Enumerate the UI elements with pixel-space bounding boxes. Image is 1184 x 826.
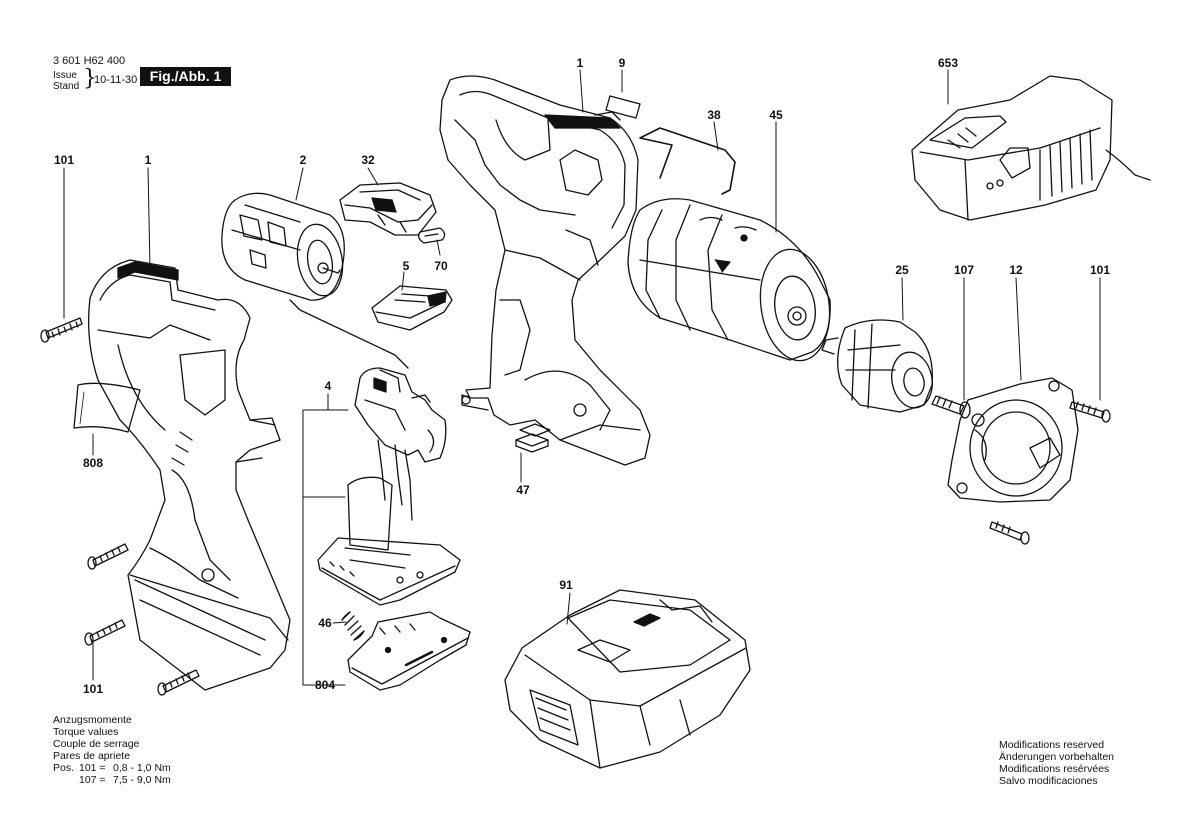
- label-sheet-808: [73, 382, 141, 433]
- part-label-1: 1: [145, 153, 152, 167]
- contact-plate-804: [347, 611, 471, 691]
- torque-note-line: Pares de apriete: [53, 750, 131, 762]
- screw-107: [931, 395, 971, 419]
- part-label-808: 808: [83, 456, 103, 470]
- housing-right-half: [439, 75, 651, 466]
- part-label-47: 47: [516, 483, 530, 497]
- part-number-labels: 101 1 2 32 5 70 1 9 38 45 653 25 107 12 …: [54, 56, 1110, 696]
- torque-note-line: Anzugsmomente: [53, 714, 132, 726]
- torque-value: 0,8 - 1,0 Nm: [113, 762, 171, 774]
- part-label-32: 32: [361, 153, 375, 167]
- stand-label: Stand: [53, 81, 80, 92]
- wire-38: [639, 127, 736, 195]
- leader-lines: [63, 69, 1101, 686]
- screw-101-top-left: [40, 317, 83, 343]
- gearbox-45: [627, 198, 831, 362]
- modification-note: Modifications resérvées: [999, 763, 1110, 775]
- part-label-25: 25: [895, 263, 909, 277]
- part-label-4: 4: [325, 379, 332, 393]
- figure-label: Fig./Abb. 1: [140, 67, 231, 86]
- brace-glyph: }: [83, 66, 97, 91]
- chuck-25: [821, 319, 934, 413]
- part-label-9: 9: [619, 56, 626, 70]
- part-label-38: 38: [707, 108, 721, 122]
- housing-left-half: [87, 259, 291, 691]
- screw-101-right-bottom: [989, 521, 1030, 545]
- gear-cover-12: [947, 377, 1079, 503]
- charger-653: [911, 75, 1151, 221]
- torque-notes: Anzugsmomente Torque values Couple de se…: [53, 714, 171, 786]
- screw-101-mid-left: [87, 543, 129, 570]
- torque-note-line: Couple de serrage: [53, 738, 140, 750]
- modification-note: Modifications reserved: [999, 739, 1105, 751]
- screw-101-bottom: [157, 669, 200, 696]
- modification-note: Salvo modificaciones: [999, 775, 1098, 787]
- pos-label: Pos.: [53, 762, 75, 774]
- part-label-5: 5: [403, 259, 410, 273]
- part-label-101: 101: [54, 153, 74, 167]
- label-strip-9: [605, 95, 641, 119]
- part-label-45: 45: [769, 108, 783, 122]
- torque-row: Pos. 101 = 0,8 - 1,0 Nm: [53, 762, 171, 774]
- pads-47: [515, 423, 551, 453]
- issue-date: 10-11-30: [94, 74, 138, 86]
- part-label-653: 653: [938, 56, 958, 70]
- part-label-1-right: 1: [577, 56, 584, 70]
- modification-note: Änderungen vorbehalten: [999, 751, 1115, 763]
- torque-value: 7,5 - 9,0 Nm: [113, 774, 171, 786]
- torque-pos: 101 =: [79, 762, 106, 774]
- part-label-804: 804: [315, 678, 335, 692]
- brush-holder-32: [339, 182, 437, 236]
- battery-91: [504, 589, 751, 769]
- part-label-91: 91: [559, 578, 573, 592]
- part-label-107: 107: [954, 263, 974, 277]
- part-label-2: 2: [300, 153, 307, 167]
- part-label-46: 46: [318, 616, 332, 630]
- clip-70: [418, 227, 446, 244]
- switch-assembly-4: [317, 367, 461, 606]
- screw-101-right-top: [1069, 401, 1111, 423]
- part-label-12: 12: [1009, 263, 1023, 277]
- spring-46: [341, 611, 365, 641]
- part-label-70: 70: [434, 259, 448, 273]
- part-label-101-bottom: 101: [83, 682, 103, 696]
- switch-cover-5: [371, 285, 453, 331]
- torque-pos: 107 =: [79, 774, 106, 786]
- document-number: 3 601 H62 400: [53, 55, 126, 67]
- part-label-101-right: 101: [1090, 263, 1110, 277]
- torque-row: 107 = 7,5 - 9,0 Nm: [53, 774, 171, 786]
- issue-label: Issue: [53, 70, 77, 81]
- modification-notes: Modifications reserved Änderungen vorbeh…: [999, 739, 1114, 787]
- motor-2: [221, 192, 409, 369]
- torque-note-line: Torque values: [53, 726, 119, 738]
- screw-101-lower-left: [84, 619, 126, 646]
